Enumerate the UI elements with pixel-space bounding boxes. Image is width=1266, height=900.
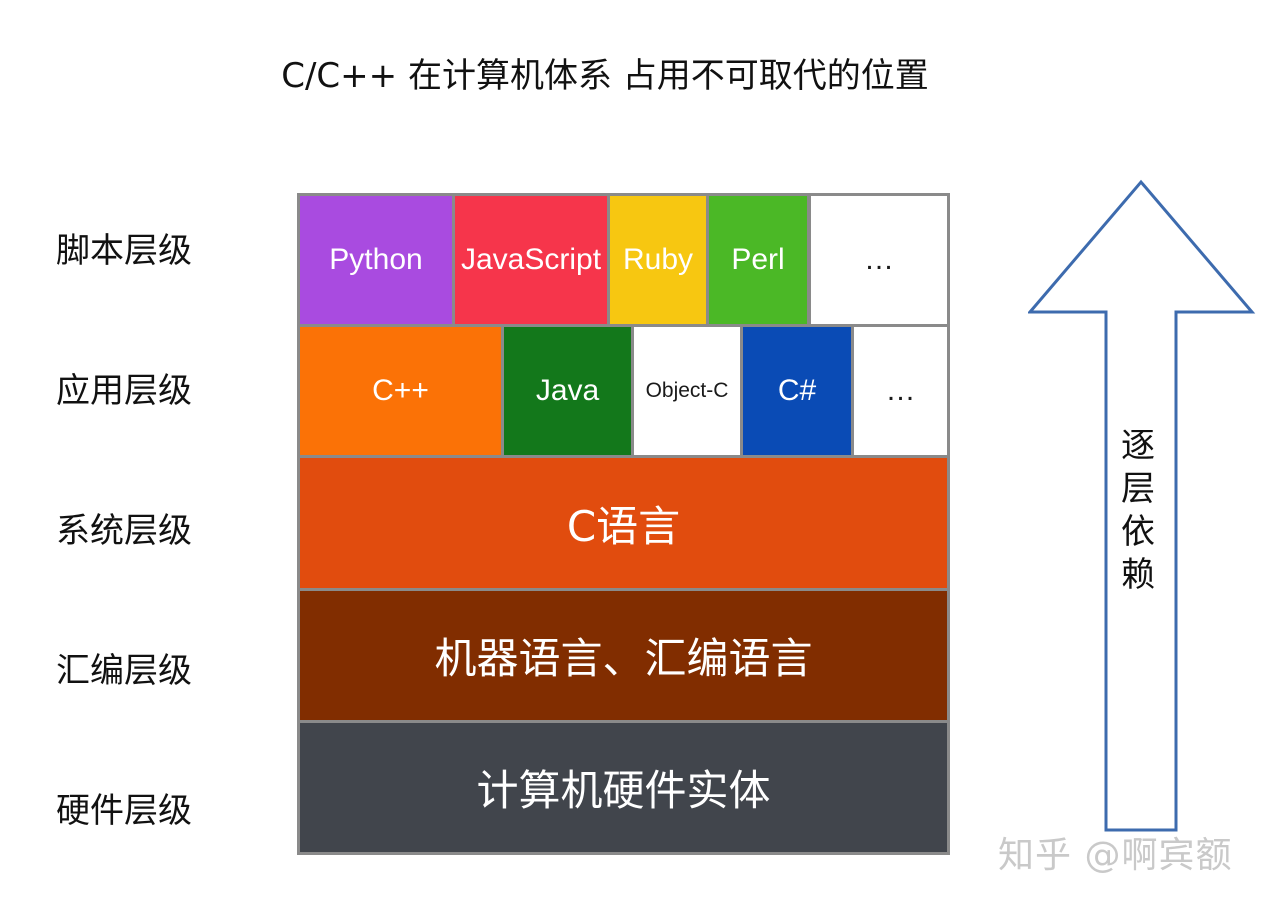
cell-javascript: JavaScript [455, 196, 607, 324]
cell-machine-assembly: 机器语言、汇编语言 [300, 591, 947, 720]
cell-object-c: Object-C [634, 327, 740, 455]
cell-java: Java [504, 327, 631, 455]
watermark: 知乎 @啊宾额 [998, 835, 1233, 876]
layer-label-assembly: 汇编层级 [56, 651, 192, 691]
arrow-caption-char: 逐 [1121, 426, 1155, 466]
cell-c-language: C语言 [300, 458, 947, 588]
layer-label-system: 系统层级 [56, 511, 192, 551]
diagram-title: C/C++ 在计算机体系 占用不可取代的位置 [281, 56, 929, 96]
layer-label-script: 脚本层级 [56, 231, 192, 271]
layer-label-hardware: 硬件层级 [56, 791, 192, 831]
arrow-caption-char: 赖 [1121, 555, 1155, 595]
cell-python: Python [300, 196, 452, 324]
arrow-caption: 逐 层 依 赖 [1108, 425, 1168, 597]
cell-perl: Perl [709, 196, 807, 324]
cell-hardware: 计算机硬件实体 [300, 723, 947, 852]
dependency-arrow-shape [1028, 179, 1256, 832]
cell-ruby: Ruby [610, 196, 706, 324]
layer-stack: Python JavaScript Ruby Perl … C++ Java O… [297, 193, 950, 855]
layer-label-application: 应用层级 [56, 371, 192, 411]
cell-app-more: … [854, 327, 947, 455]
dependency-arrow-icon [1028, 179, 1256, 832]
cell-script-more: … [811, 196, 947, 324]
arrow-caption-char: 依 [1121, 512, 1155, 552]
cell-csharp: C# [743, 327, 851, 455]
arrow-caption-char: 层 [1121, 469, 1155, 509]
cell-cpp: C++ [300, 327, 501, 455]
